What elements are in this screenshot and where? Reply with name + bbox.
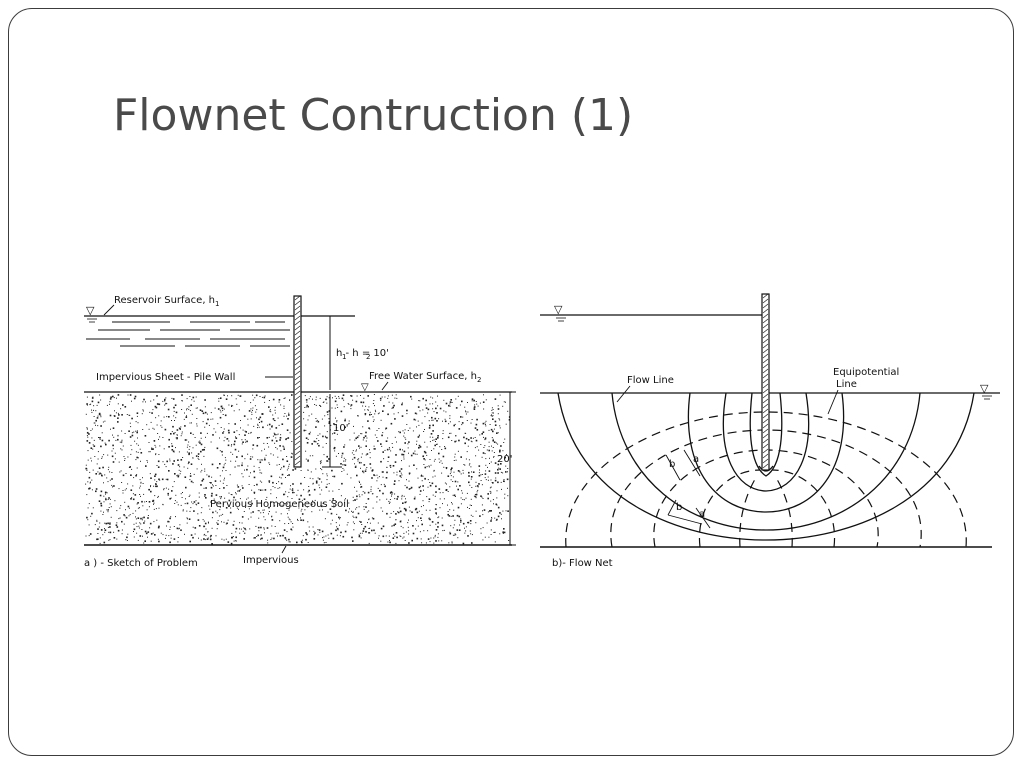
head-dimension [322,315,516,546]
water-level-symbol: ▽ [86,304,95,317]
flow-line-5 [611,392,921,531]
mark-a-upper: a [693,454,699,465]
mark-b-upper: b [669,459,675,470]
free-surface-symbol: ▽ [361,382,369,393]
upstream-level-symbol: ▽ [554,303,563,316]
mark-a-lower: a [699,509,705,520]
sketch-caption: a ) - Sketch of Problem [84,558,198,569]
downstream-level-symbol: ▽ [980,382,989,395]
impervious-label: Impervious [243,555,299,566]
reservoir-water-ripples [86,321,290,347]
free-surface-label: Free Water Surface, h2 [369,371,481,384]
pervious-soil-texture [85,394,511,545]
flownet-sheet-pile-hatch [762,293,769,469]
head-h1-subscript: 1 [342,353,346,361]
flow-line-6 [557,392,975,541]
soil-label: Pervious Homogeneous Soil [210,499,349,510]
sheet-pile-wall [293,295,302,468]
head-difference-label: h - h = 10' [336,348,389,359]
flow-line-1 [758,465,774,472]
slide-frame [8,8,1014,756]
equipotential-label-line1: Equipotential [833,367,899,378]
sheet-pile-label: Impervious Sheet - Pile Wall [96,372,235,383]
head-h2-subscript: 2 [366,353,370,361]
flow-lines [557,392,975,541]
equipotential-label-line2: Line [836,379,857,390]
flownet-panel: ▽ ▽ [540,293,1000,569]
flow-line-2 [749,392,783,477]
flow-line-3 [722,392,810,492]
flownet-caption: b)- Flow Net [552,558,613,569]
flownet-sheet-pile [761,293,770,471]
sketch-panel: ▽ Reservoir Surface, h1 h - h = 10' [84,295,516,569]
equipotential-line-5-right [774,475,793,548]
flow-line-4 [687,392,845,513]
mark-b-lower: b [676,502,682,513]
element-dimension-marks [665,449,711,529]
embedment-depth-label: 10' [333,423,348,434]
equipotential-line-5-left [739,475,758,548]
sheet-pile-hatch [294,295,301,466]
equipotential-line-4-left [698,469,761,548]
reservoir-label: Reservoir Surface, h1 [114,295,220,308]
slide-title: Flownet Contruction (1) [113,90,634,141]
flow-line-label: Flow Line [627,375,674,386]
soil-depth-label: 20' [497,454,512,465]
